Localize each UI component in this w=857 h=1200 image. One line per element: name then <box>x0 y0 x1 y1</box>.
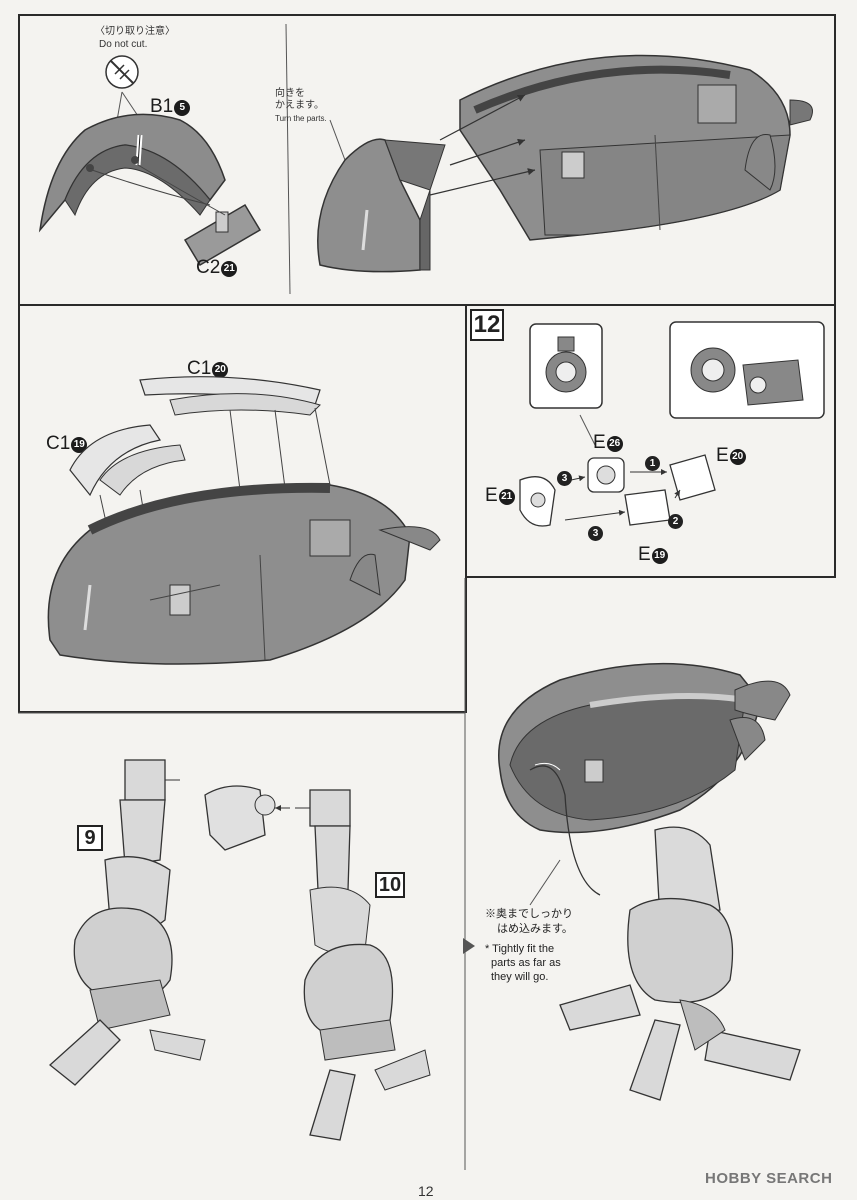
step-number-12: 12 <box>470 309 504 341</box>
c1-left-text: C1 <box>46 433 71 454</box>
e19-text: E <box>638 544 651 565</box>
e19-number: 19 <box>651 548 668 564</box>
note-en-2: parts as far as <box>491 957 561 969</box>
c1-top-number: 20 <box>212 362 229 378</box>
sequence-1: 1 <box>645 456 660 471</box>
caution-en: Do not cut. <box>99 39 148 50</box>
c2-number: 21 <box>221 261 238 277</box>
note-en-1: * Tightly fit the <box>485 943 555 955</box>
note-en-3: they will go. <box>491 971 549 983</box>
panel-4-frame <box>465 304 836 578</box>
sequence-3a: 3 <box>557 471 572 486</box>
ref-step-9: 9 <box>77 825 103 851</box>
e20-text: E <box>716 445 729 466</box>
e21-text: E <box>485 485 498 506</box>
watermark: HOBBY SEARCH <box>705 1170 833 1187</box>
c1-left-number: 19 <box>71 437 88 453</box>
detail-callout-right <box>669 321 825 419</box>
final-assembly <box>498 662 801 1101</box>
body-assembly-c1 <box>47 376 441 665</box>
body-assembly-front <box>317 54 813 273</box>
c2-text: C2 <box>196 257 221 278</box>
ref-step-10: 10 <box>375 872 405 898</box>
note-jp-2: はめ込みます。 <box>497 923 573 935</box>
do-not-cut-icon <box>105 55 139 89</box>
e26-number: 26 <box>606 436 623 452</box>
turn-jp-2: かえます。 <box>275 100 324 111</box>
shell-half-b1 <box>38 91 262 267</box>
turn-jp-1: 向きを <box>275 88 305 99</box>
b1-text: B1 <box>150 96 174 117</box>
sequence-2: 2 <box>668 514 683 529</box>
note-jp-1: ※奥までしっかり <box>485 908 573 920</box>
turn-en: Turn the parts. <box>275 114 327 123</box>
e21-number: 21 <box>498 489 515 505</box>
e20-number: 20 <box>729 449 746 465</box>
c1-top-text: C1 <box>187 358 212 379</box>
legs-assembly <box>48 759 431 1141</box>
e26-text: E <box>593 432 606 453</box>
page-number: 12 <box>418 1183 434 1199</box>
detail-callout-left <box>529 323 603 409</box>
sequence-3b: 3 <box>588 526 603 541</box>
flow-arrow-icon <box>463 938 475 954</box>
caution-jp: 〈切り取り注意〉 <box>95 26 175 37</box>
b1-number: 5 <box>174 100 191 116</box>
